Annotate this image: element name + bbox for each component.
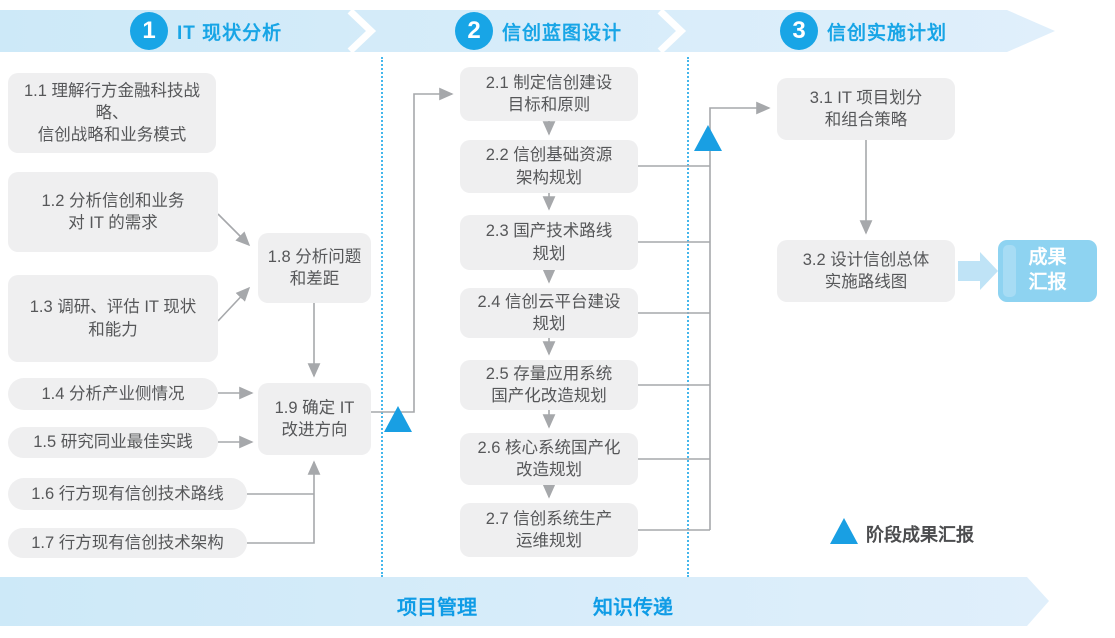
report-box-stripe xyxy=(1003,245,1016,297)
output-arrow-icon xyxy=(958,261,982,281)
report-output-box: 成果 汇报 xyxy=(998,240,1097,302)
box-1-6: 1.6 行方现有信创技术路线 xyxy=(8,478,247,510)
connector-collector-to-3-1 xyxy=(709,101,771,530)
bottom-band-label-project-management: 项目管理 xyxy=(397,597,477,619)
phase-divider-1 xyxy=(381,57,383,577)
box-1-8: 1.8 分析问题 和差距 xyxy=(258,233,371,303)
milestone-triangle-icon xyxy=(694,125,722,151)
box-2-2: 2.2 信创基础资源 架构规划 xyxy=(460,140,638,193)
box-2-1: 2.1 制定信创建设 目标和原则 xyxy=(460,67,638,121)
connector-1-7-to-1-9 xyxy=(247,460,321,544)
phase-separator-chevron-icon xyxy=(657,8,687,54)
phase-2-title: 信创蓝图设计 xyxy=(502,22,623,44)
phase-3-title: 信创实施计划 xyxy=(827,22,948,44)
phase-1-number-badge: 1 xyxy=(130,12,168,50)
box-1-1: 1.1 理解行方金融科技战略、 信创战略和业务模式 xyxy=(8,73,216,153)
report-box-label: 成果 汇报 xyxy=(1028,247,1067,293)
phase-2-number-badge: 2 xyxy=(455,12,493,50)
phase-1-header: 1 IT 现状分析 xyxy=(130,12,282,50)
box-3-1: 3.1 IT 项目划分 和组合策略 xyxy=(777,78,955,140)
box-2-4: 2.4 信创云平台建设 规划 xyxy=(460,288,638,338)
milestone-triangle-icon xyxy=(384,406,412,432)
box-3-2: 3.2 设计信创总体 实施路线图 xyxy=(777,240,955,302)
output-arrow-head-icon xyxy=(980,252,998,290)
phase-3-header: 3 信创实施计划 xyxy=(780,12,947,50)
bottom-band-label-knowledge-transfer: 知识传递 xyxy=(593,597,673,619)
box-2-5: 2.5 存量应用系统 国产化改造规划 xyxy=(460,360,638,410)
box-1-2: 1.2 分析信创和业务 对 IT 的需求 xyxy=(8,172,218,252)
box-1-5: 1.5 研究同业最佳实践 xyxy=(8,427,218,458)
box-1-3: 1.3 调研、评估 IT 现状 和能力 xyxy=(8,275,218,362)
box-1-7: 1.7 行方现有信创技术架构 xyxy=(8,528,247,558)
box-2-7: 2.7 信创系统生产 运维规划 xyxy=(460,503,638,557)
connector-1-2-to-1-8 xyxy=(217,213,251,247)
box-1-9: 1.9 确定 IT 改进方向 xyxy=(258,383,371,455)
box-2-6: 2.6 核心系统国产化 改造规划 xyxy=(460,433,638,485)
connector-1-3-to-1-8 xyxy=(217,286,251,322)
legend-triangle-icon xyxy=(830,518,858,544)
phase-2-header: 2 信创蓝图设计 xyxy=(455,12,622,50)
phase-divider-2 xyxy=(687,57,689,577)
phase-separator-chevron-icon xyxy=(347,8,377,54)
phase-1-title: IT 现状分析 xyxy=(177,22,283,44)
box-2-3: 2.3 国产技术路线 规划 xyxy=(460,215,638,270)
box-1-4: 1.4 分析产业侧情况 xyxy=(8,378,218,410)
phase-3-number-badge: 3 xyxy=(780,12,818,50)
legend-label: 阶段成果汇报 xyxy=(866,525,974,545)
bottom-band-shape xyxy=(0,577,1049,626)
